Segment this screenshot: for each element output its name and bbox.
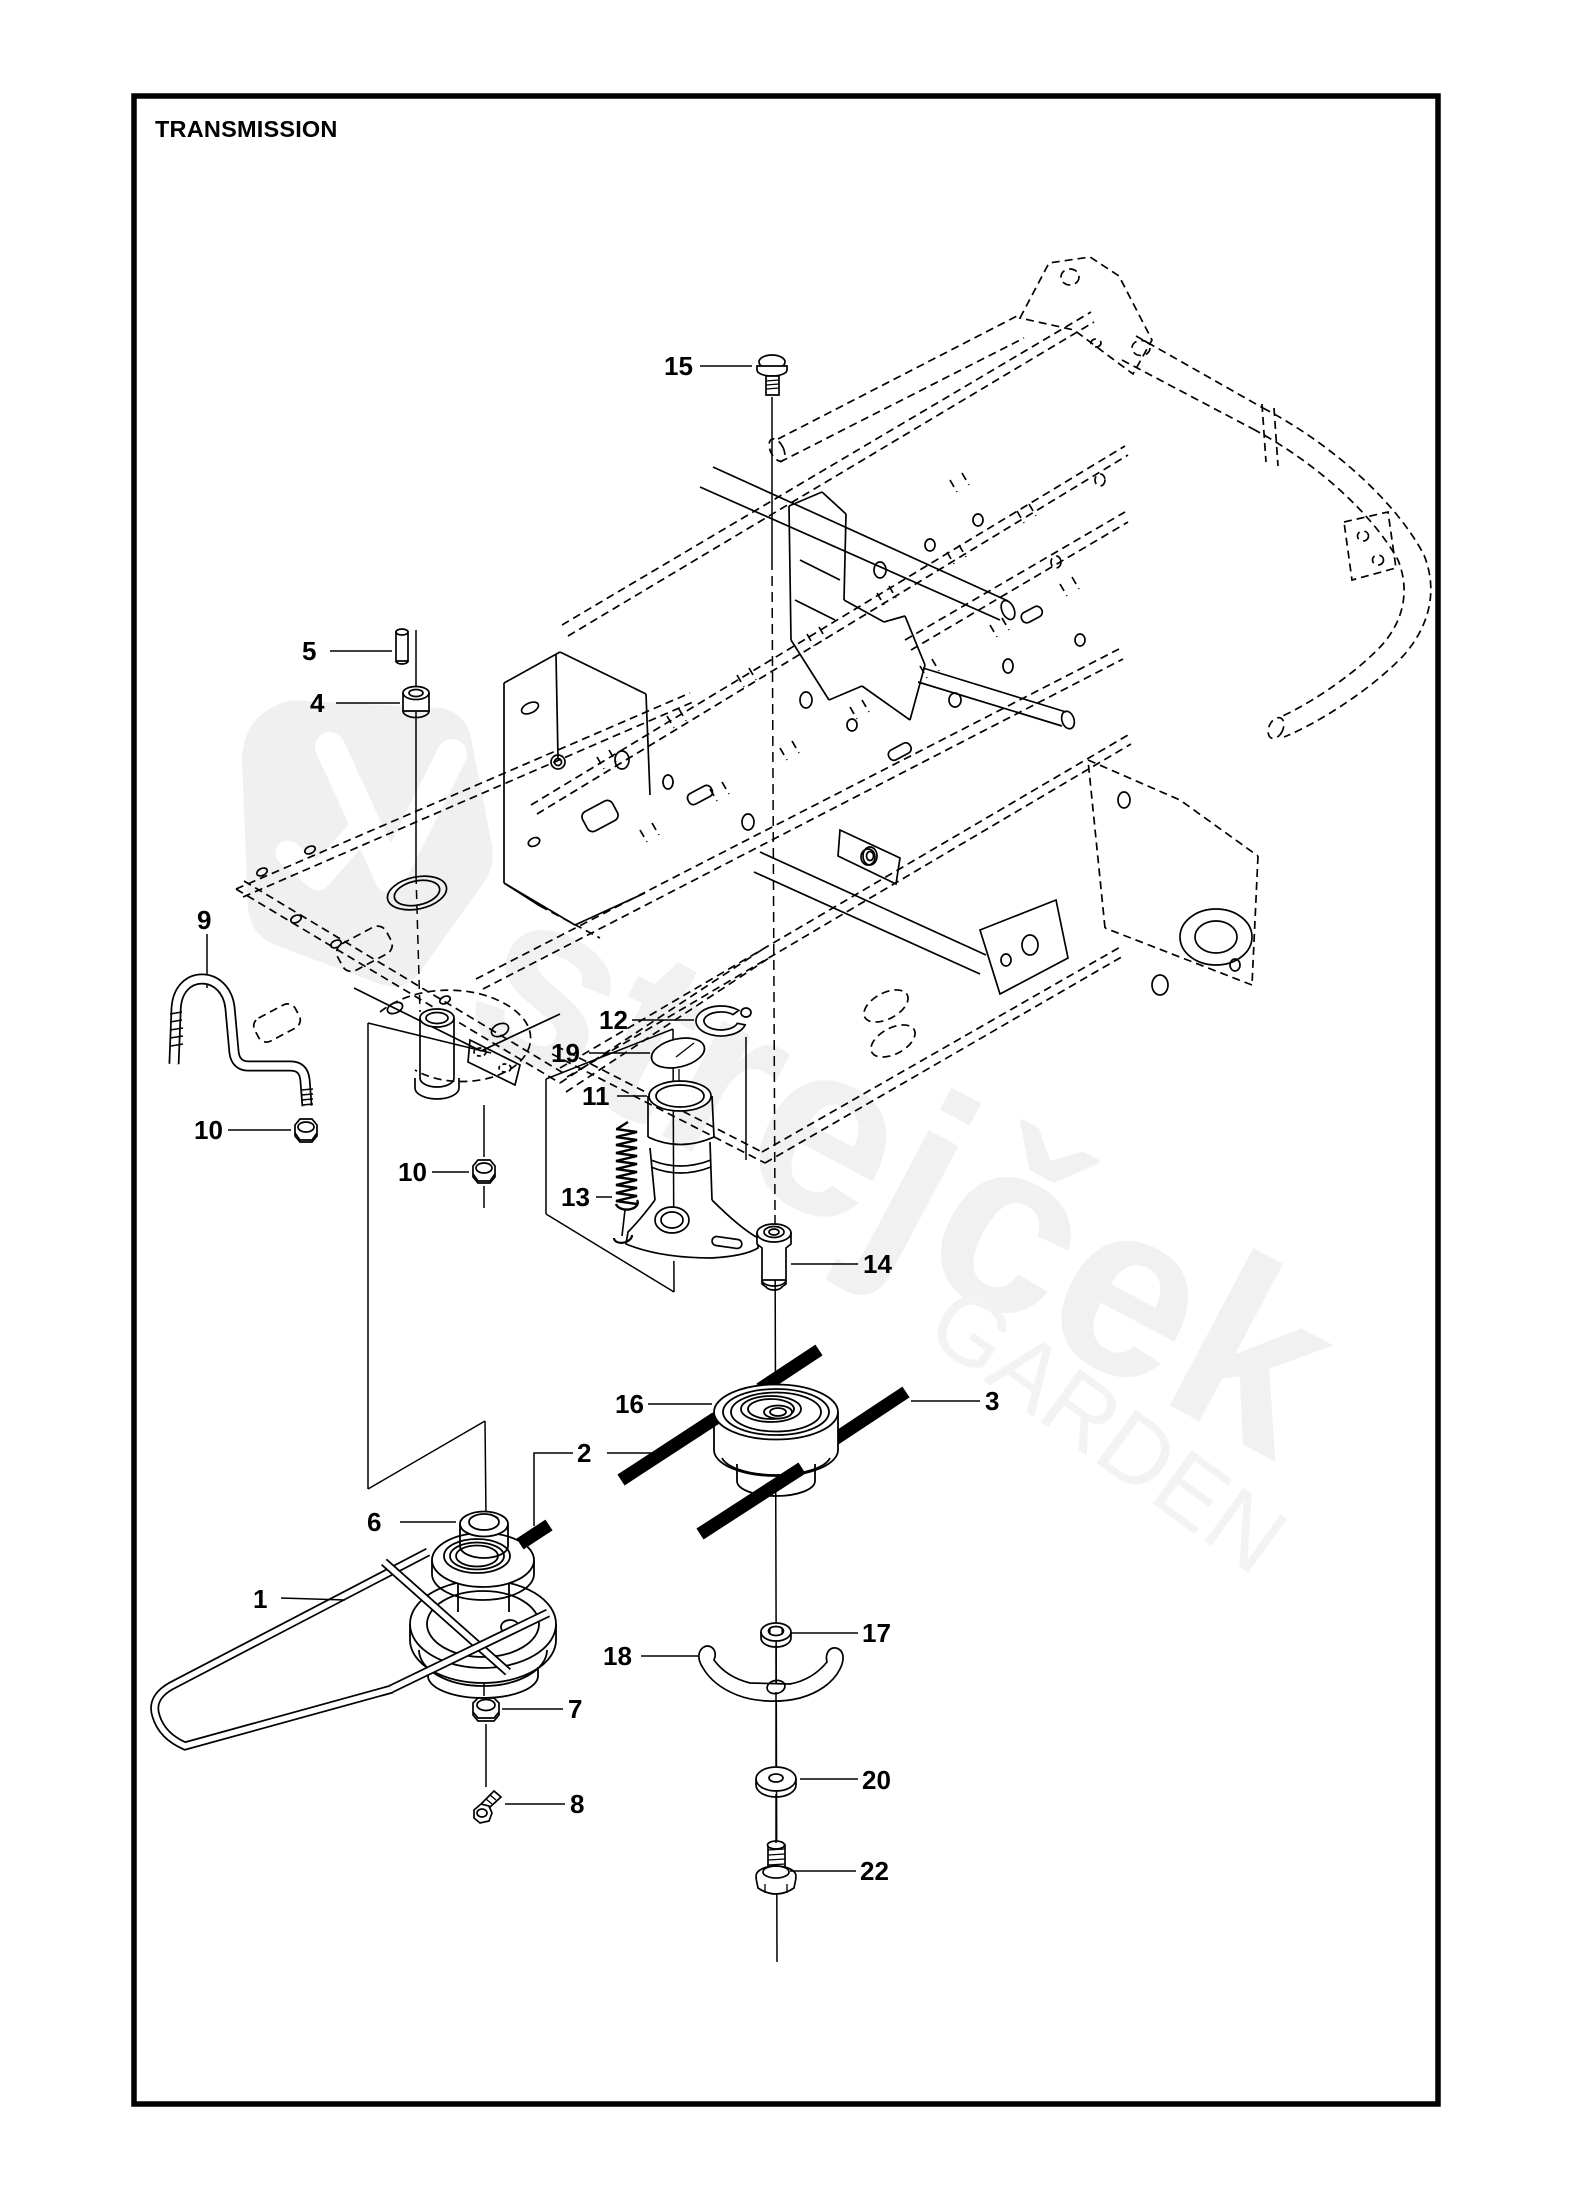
svg-text:10: 10 [398, 1157, 427, 1187]
svg-text:19: 19 [551, 1038, 580, 1068]
svg-text:22: 22 [860, 1856, 889, 1886]
svg-text:8: 8 [570, 1789, 584, 1819]
svg-text:13: 13 [561, 1182, 590, 1212]
svg-text:15: 15 [664, 351, 693, 381]
svg-text:12: 12 [599, 1005, 628, 1035]
svg-text:11: 11 [582, 1081, 610, 1111]
svg-text:17: 17 [862, 1618, 891, 1648]
svg-text:10: 10 [194, 1115, 223, 1145]
svg-text:3: 3 [985, 1386, 999, 1416]
svg-text:4: 4 [310, 688, 325, 718]
svg-text:6: 6 [367, 1507, 381, 1537]
svg-text:2: 2 [577, 1438, 591, 1468]
svg-text:5: 5 [302, 636, 316, 666]
svg-text:20: 20 [862, 1765, 891, 1795]
svg-text:16: 16 [615, 1389, 644, 1419]
svg-text:7: 7 [568, 1694, 582, 1724]
svg-text:1: 1 [253, 1584, 267, 1614]
svg-text:18: 18 [603, 1641, 632, 1671]
svg-text:14: 14 [863, 1249, 892, 1279]
svg-text:9: 9 [197, 905, 211, 935]
svg-text:TRANSMISSION: TRANSMISSION [155, 116, 338, 142]
